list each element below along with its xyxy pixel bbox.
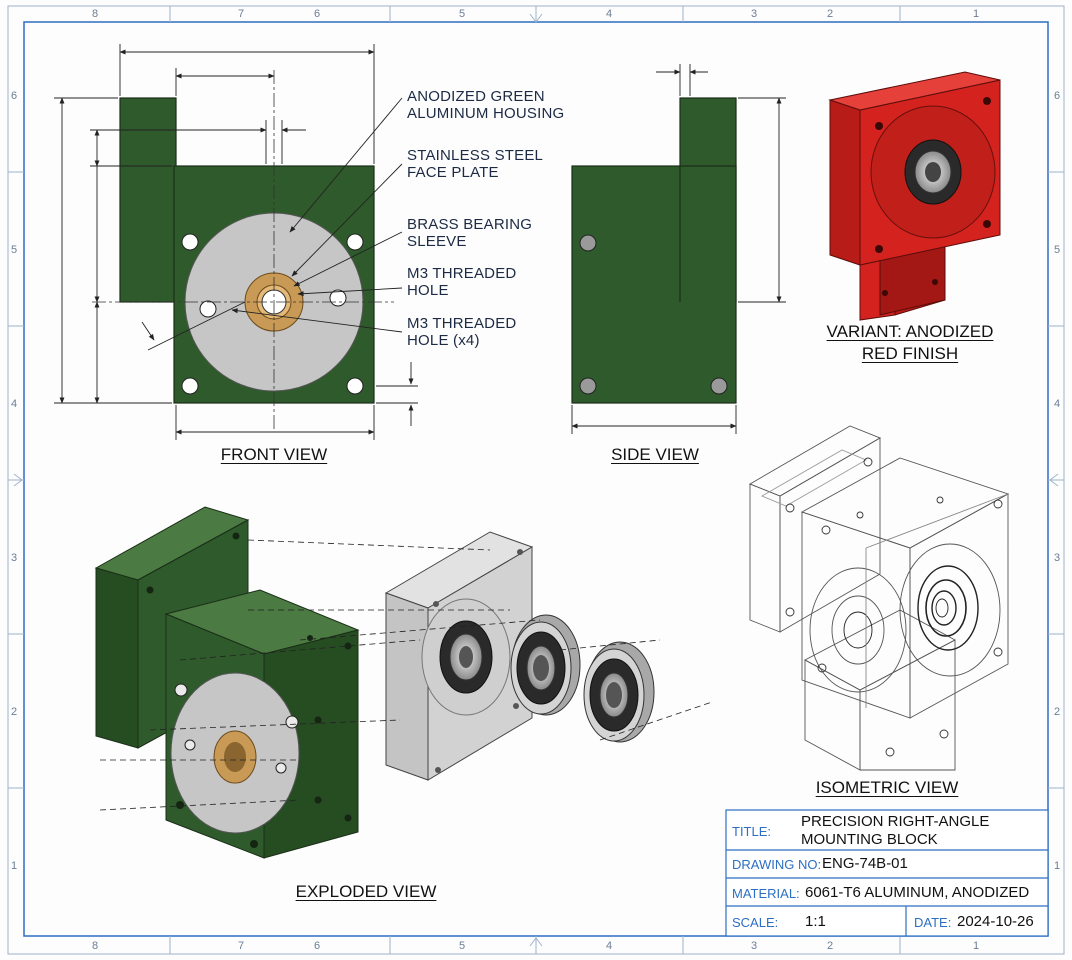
front-view-drawing — [54, 44, 418, 440]
date-label: DATE: — [914, 915, 952, 930]
side-view-title: SIDE VIEW — [611, 445, 699, 464]
title-block-frame — [725, 809, 1049, 937]
callout-faceplate-line1: STAINLESS STEEL — [407, 147, 544, 164]
variant-title-line1: VARIANT: ANODIZED — [826, 322, 994, 341]
zone-col-top-5: 4 — [606, 8, 613, 20]
exploded-view-title: EXPLODED VIEW — [295, 882, 437, 901]
zone-col-bottom-6: 3 — [751, 940, 758, 952]
zone-col-bottom-4: 5 — [459, 940, 466, 952]
zone-row-left-3: 4 — [11, 398, 18, 410]
zone-row-left-2: 5 — [11, 244, 18, 256]
callout-faceplate-line2: FACE PLATE — [407, 164, 499, 181]
scale-label: SCALE: — [732, 915, 779, 930]
zone-col-bottom-5: 4 — [606, 940, 613, 952]
scale-value: 1:1 — [805, 913, 826, 930]
title-value-line1: PRECISION RIGHT-ANGLE — [801, 813, 990, 830]
zone-row-left-1: 6 — [11, 90, 18, 102]
callout-hole-line2: HOLE — [407, 282, 449, 299]
zone-col-top-4: 5 — [459, 8, 466, 20]
sheet-frame — [7, 5, 1065, 955]
zone-row-right-5: 2 — [1054, 706, 1061, 718]
callout-holes-x4-line2: HOLE (x4) — [407, 332, 480, 349]
zone-col-bottom-7: 2 — [827, 940, 834, 952]
drawing-number-label: DRAWING NO: — [732, 857, 822, 872]
zone-col-top-8: 1 — [973, 8, 980, 20]
zone-col-top-7: 2 — [827, 8, 834, 20]
red-variant-drawing — [828, 71, 1001, 321]
zone-col-bottom-1: 8 — [92, 940, 99, 952]
callout-housing-line1: ANODIZED GREEN — [407, 88, 545, 105]
callout-hole-line1: M3 THREADED — [407, 265, 517, 282]
title-value-line2: MOUNTING BLOCK — [801, 831, 938, 848]
isometric-view-drawing — [748, 425, 1010, 771]
material-value: 6061-T6 ALUMINUM, ANODIZED — [805, 884, 1030, 901]
zone-row-left-6: 1 — [11, 860, 18, 872]
title-label: TITLE: — [732, 824, 772, 839]
callout-housing-line2: ALUMINUM HOUSING — [407, 105, 565, 122]
isometric-view-title: ISOMETRIC VIEW — [815, 778, 959, 797]
variant-title-line2: RED FINISH — [861, 344, 959, 363]
material-label: MATERIAL: — [732, 886, 800, 901]
front-view-title: FRONT VIEW — [220, 445, 328, 464]
date-value: 2024-10-26 — [957, 913, 1034, 930]
exploded-view-drawing — [94, 506, 713, 859]
zone-col-top-1: 8 — [92, 8, 99, 20]
zone-row-right-3: 4 — [1054, 398, 1061, 410]
zone-row-right-1: 6 — [1054, 90, 1061, 102]
zone-col-top-3: 6 — [314, 8, 321, 20]
zone-col-bottom-2: 7 — [238, 940, 245, 952]
side-view-drawing — [571, 64, 786, 434]
zone-row-right-6: 1 — [1054, 860, 1061, 872]
zone-row-left-5: 2 — [11, 706, 18, 718]
drawing-number-value: ENG-74B-01 — [822, 855, 908, 872]
zone-col-bottom-8: 1 — [973, 940, 980, 952]
zone-col-bottom-3: 6 — [314, 940, 321, 952]
zone-col-top-6: 3 — [751, 8, 758, 20]
callout-holes-x4-line1: M3 THREADED — [407, 315, 517, 332]
zone-col-top-2: 7 — [238, 8, 245, 20]
zone-row-right-2: 5 — [1054, 244, 1061, 256]
callout-sleeve-line2: SLEEVE — [407, 233, 467, 250]
callout-sleeve-line1: BRASS BEARING — [407, 216, 533, 233]
zone-row-left-4: 3 — [11, 552, 18, 564]
zone-row-right-4: 3 — [1054, 552, 1061, 564]
